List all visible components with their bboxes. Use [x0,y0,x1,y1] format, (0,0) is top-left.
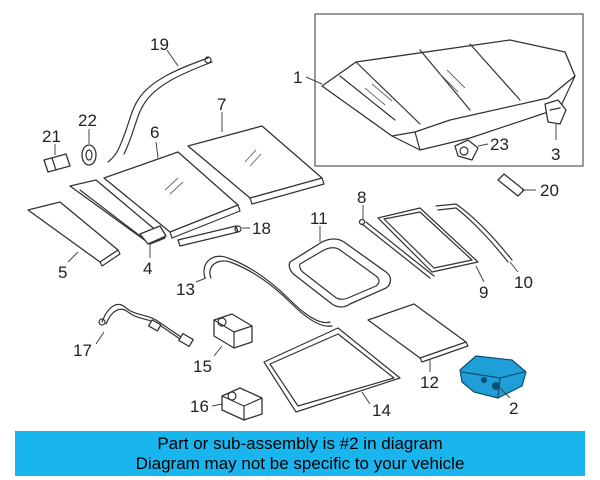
part-5-shade-panel[interactable] [27,201,121,267]
callout-22: 22 [78,111,97,130]
caption-banner: Part or sub-assembly is #2 in diagram Di… [15,431,585,476]
part-19-drain-hose[interactable] [107,56,213,163]
part-4-frame-rail[interactable] [69,179,167,245]
callout-21: 21 [42,127,61,146]
callout-11: 11 [310,209,328,228]
roof-inset [305,13,584,167]
caption-line-1: Part or sub-assembly is #2 in diagram [157,434,443,453]
part-8-seal-strip[interactable] [358,218,435,279]
part-7-glass-panel[interactable] [187,125,325,205]
caption-line-2: Diagram may not be specific to your vehi… [135,454,465,473]
callout-10: 10 [514,273,533,292]
callout-17: 17 [73,341,92,360]
part-6-glass-panel[interactable] [103,151,241,239]
part-16-motor[interactable] [221,387,263,421]
callout-1: 1 [293,68,302,87]
part-12-sunshade[interactable] [367,303,469,363]
callout-labels: 1 2 3 4 5 6 7 8 9 10 11 12 13 14 15 16 1… [42,35,560,420]
part-20-pin[interactable] [497,173,525,197]
callout-8: 8 [357,188,366,207]
callout-2: 2 [509,399,518,418]
part-18-rod[interactable] [177,225,242,247]
callout-3: 3 [551,145,560,164]
callout-4: 4 [143,259,152,278]
part-1-roof-assembly[interactable] [321,39,576,151]
part-22-grommet[interactable] [81,144,97,166]
callout-18: 18 [252,219,271,238]
callout-20: 20 [540,181,559,200]
callout-5: 5 [58,263,67,282]
callout-15: 15 [193,357,212,376]
part-10-seal-strip[interactable] [435,203,513,263]
callout-9: 9 [479,283,488,302]
part-9-seal[interactable] [377,207,479,273]
callout-12: 12 [420,373,439,392]
part-2-highlighted-module[interactable] [459,355,527,399]
part-14-seal[interactable] [263,327,401,413]
callout-16: 16 [190,397,209,416]
exploded-view: 1 2 3 4 5 6 7 8 9 10 11 12 13 14 15 16 1… [27,13,584,421]
callout-7: 7 [217,95,226,114]
callout-6: 6 [150,123,159,142]
part-3-bracket[interactable] [544,99,567,125]
part-11-seal-frame[interactable] [288,238,392,308]
part-23-bracket[interactable] [454,139,479,161]
part-15-motor[interactable] [213,313,253,349]
callout-19: 19 [150,35,169,54]
callout-13: 13 [176,280,195,299]
callout-23: 23 [490,135,509,154]
part-21-clip[interactable] [43,153,71,173]
callout-14: 14 [372,401,391,420]
part-17-wiring-harness[interactable] [98,303,194,348]
part-13-cable[interactable] [203,255,333,327]
